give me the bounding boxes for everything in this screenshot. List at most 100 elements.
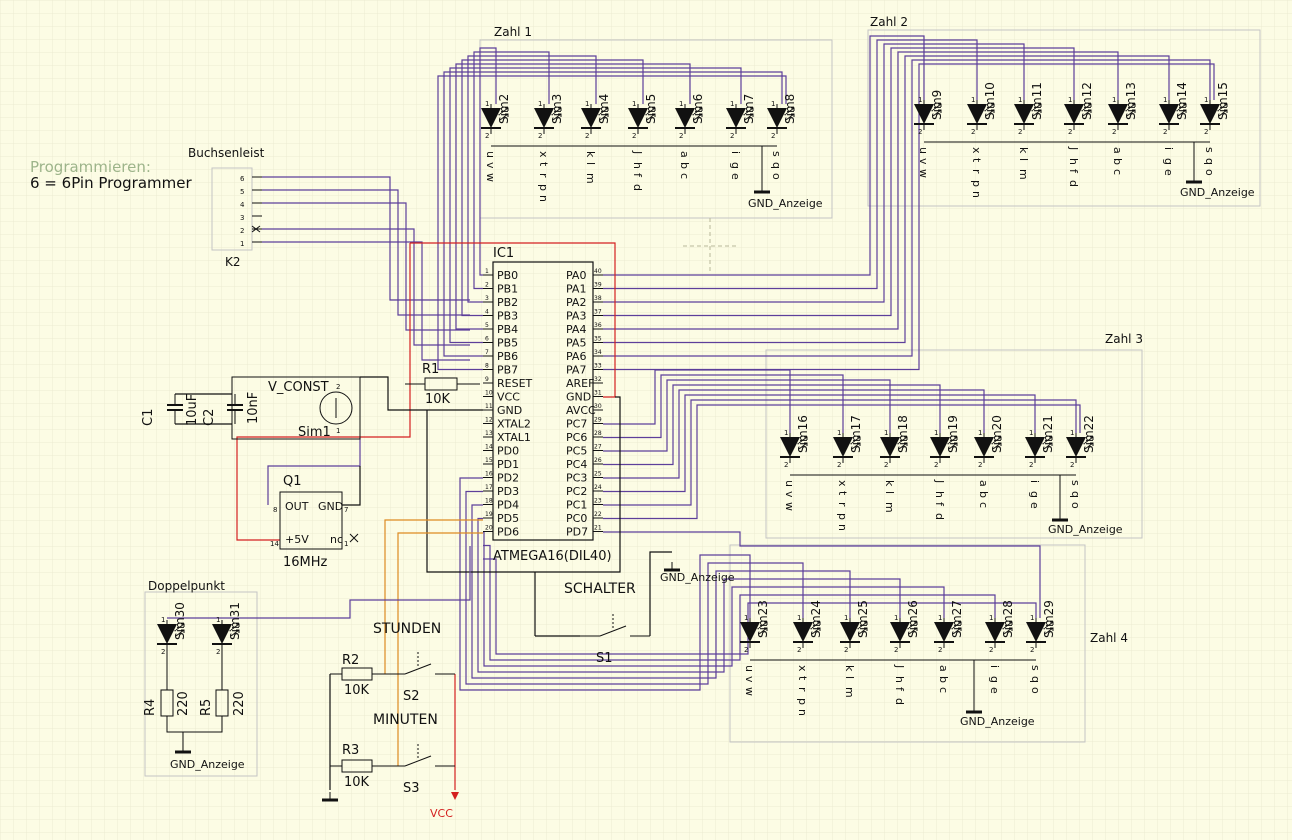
ic-pin-number: 7	[485, 349, 489, 356]
stunden-signal	[384, 519, 483, 674]
ic-pin-name: XTAL2	[497, 418, 531, 431]
led-triangle	[157, 624, 177, 644]
ic-pin-name: PC6	[566, 431, 587, 444]
ic-pin-name: PB4	[497, 323, 518, 336]
segment-letter: v	[484, 162, 497, 169]
led-triangle	[890, 622, 910, 642]
segment-letter: d	[631, 184, 644, 191]
led-arrows	[744, 107, 754, 121]
r1-resistor	[405, 377, 480, 391]
led-label: Sim6	[691, 94, 705, 124]
gnd-wire-ic	[360, 376, 483, 411]
segment-letter: f	[1067, 169, 1080, 174]
segment-letter: m	[584, 173, 597, 184]
led-pin-2: 2	[1112, 128, 1116, 136]
ic-pin-name: PC0	[566, 512, 587, 525]
led-arrows	[646, 107, 656, 121]
segment-letter: k	[1017, 147, 1030, 154]
wire	[483, 544, 996, 661]
ic-pin-name: PB0	[497, 269, 518, 282]
segment-letter: J	[1067, 146, 1080, 150]
led-label: Sim10	[983, 82, 997, 120]
s3-switch	[385, 744, 455, 767]
led-label: Sim3	[550, 94, 564, 124]
wire	[603, 404, 1081, 520]
vconst-ref: V_CONST	[268, 380, 329, 395]
led-triangle	[1108, 104, 1128, 124]
led-pin-1: 1	[934, 429, 938, 437]
osc-gnd-wire	[342, 466, 361, 506]
q1-vcc: +5V	[285, 533, 309, 546]
wire	[483, 558, 1037, 655]
led-label: Sim15	[1216, 82, 1230, 120]
ground-zahl-3	[1052, 512, 1068, 522]
digit-group-3: 12Sim16uvw12Sim17xtrpn12Sim18klm12Sim19J…	[780, 415, 1123, 536]
led-arrows	[1044, 621, 1054, 635]
led-triangle	[628, 108, 648, 128]
ic-pin-name: PA2	[566, 296, 586, 309]
ic-pin-name: PC1	[566, 499, 587, 512]
led-pin-2: 2	[918, 128, 922, 136]
led-triangle	[833, 437, 853, 457]
q1-nc-mark	[349, 533, 359, 543]
ic-pin-number: 12	[485, 417, 493, 424]
segment-letter: i	[988, 665, 1001, 668]
stunden-label: STUNDEN	[373, 621, 441, 637]
wire	[603, 374, 844, 439]
wire	[603, 43, 1025, 303]
led-arrows	[1003, 621, 1013, 635]
segment-letter: u	[743, 665, 756, 672]
led-arrows	[1177, 103, 1187, 117]
led-triangle	[1159, 104, 1179, 124]
led-triangle	[767, 108, 787, 128]
segment-letter: d	[893, 698, 906, 705]
programmer-label-2: 6 = 6Pin Programmer	[30, 174, 192, 192]
ic-pin-name: PD2	[497, 472, 519, 485]
segment-letter: g	[1028, 491, 1041, 498]
led-pin-1: 1	[216, 616, 220, 624]
led-label: Sim13	[1124, 82, 1138, 120]
ic-ref: IC1	[493, 246, 514, 261]
led-triangle	[581, 108, 601, 128]
segment-letter: g	[988, 676, 1001, 683]
segment-letter: r	[796, 687, 809, 692]
led-pin-2: 2	[771, 132, 775, 140]
ic-pin-number: 18	[485, 498, 493, 505]
ic-pin-number: 38	[594, 295, 602, 302]
wire	[603, 35, 925, 276]
segment-letter: o	[1029, 687, 1042, 694]
segment-letter: b	[678, 162, 691, 169]
ic-pin-number: 30	[594, 403, 602, 410]
segment-letter: e	[1162, 169, 1175, 176]
segment-letter: s	[1203, 147, 1216, 153]
led-arrows	[1084, 436, 1094, 450]
frame-zahl-2	[867, 29, 1261, 207]
led-pin-1: 1	[918, 96, 922, 104]
segment-letter: n	[796, 709, 809, 716]
led-pin-1: 1	[1029, 429, 1033, 437]
wire	[459, 477, 751, 691]
led-label: Sim7	[742, 94, 756, 124]
segment-letter: w	[743, 687, 756, 696]
led-label: Sim8	[783, 94, 797, 124]
led-label: Sim23	[756, 600, 770, 638]
led-pin-1: 1	[1112, 96, 1116, 104]
led-pin-2: 2	[797, 646, 801, 654]
led-arrows	[851, 436, 861, 450]
ic-pin-name: PB2	[497, 296, 518, 309]
segment-letter: h	[893, 676, 906, 683]
ic-pin-number: 39	[594, 282, 602, 289]
led-triangle	[740, 622, 760, 642]
power-wire-vcc	[410, 242, 616, 398]
led-triangle	[1026, 622, 1046, 642]
ic-pin-number: 37	[594, 309, 602, 316]
wire	[603, 531, 1041, 618]
segment-letter: h	[631, 162, 644, 169]
s1-switch	[580, 614, 650, 637]
wire	[449, 67, 742, 344]
